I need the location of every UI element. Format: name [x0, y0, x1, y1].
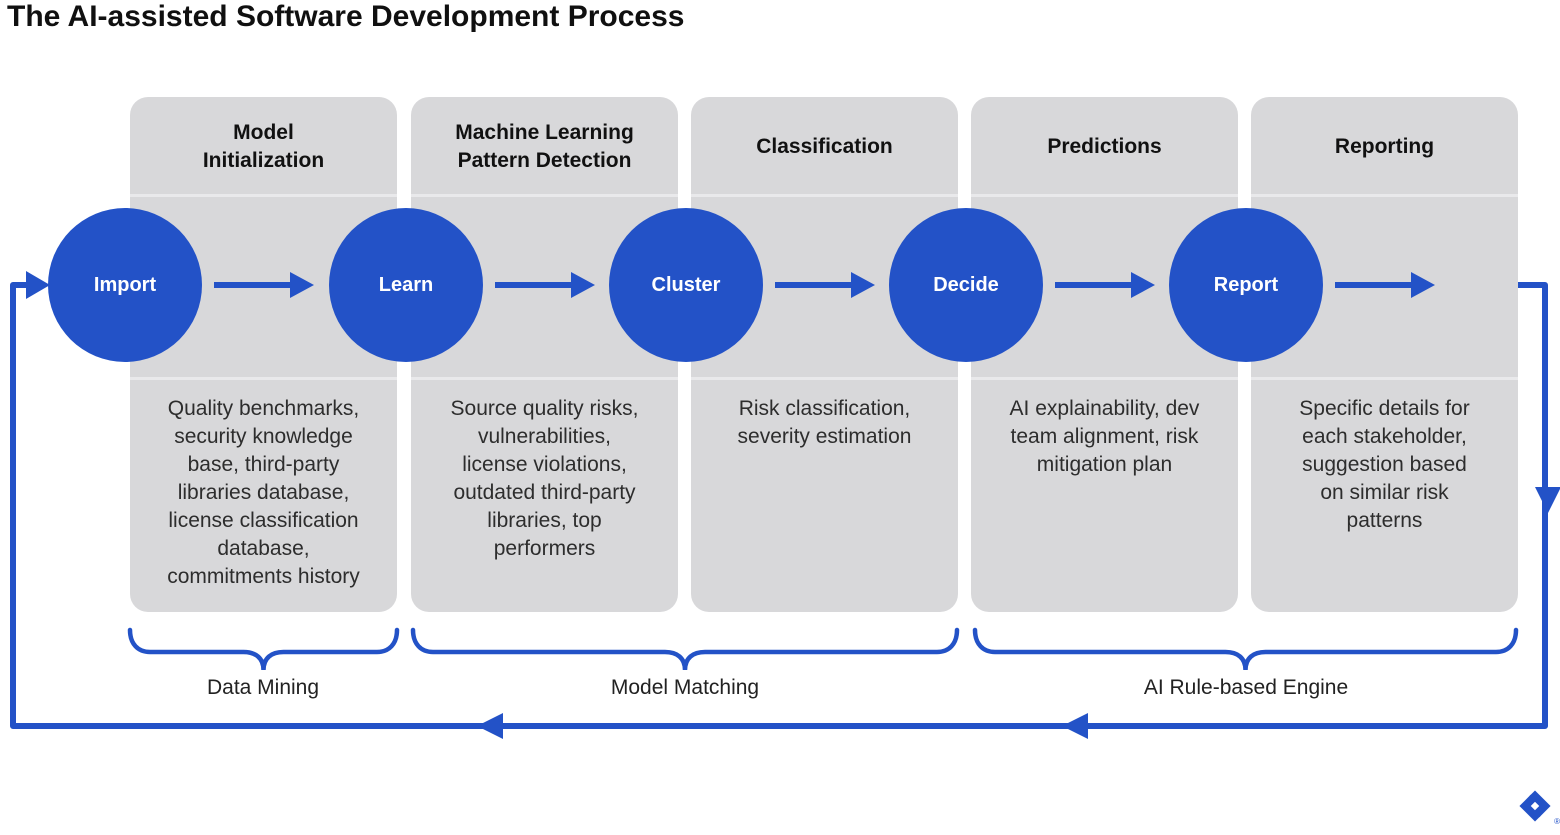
stage-description: Source quality risks, vulnerabilities, l…	[450, 397, 639, 560]
group-label-ai-rule-based-engine: AI Rule-based Engine	[1143, 676, 1349, 699]
feedback-arrowhead-down	[1535, 487, 1560, 513]
page-title: The AI-assisted Software Development Pro…	[7, 0, 685, 33]
section-divider	[130, 194, 397, 197]
brace-data-mining	[127, 627, 400, 671]
stage-header: Reporting	[1334, 134, 1435, 158]
feedback-arrowhead-left-2	[477, 713, 503, 739]
stage-description: AI explainability, dev team alignment, r…	[1009, 397, 1200, 476]
stage-column-model-initialization: Model Initialization Quality benchmarks,…	[130, 97, 397, 612]
feedback-arrowhead-left-1	[1062, 713, 1088, 739]
section-divider	[1251, 194, 1518, 197]
feedback-arrowhead-into-import	[26, 271, 50, 299]
node-learn: Learn	[329, 208, 483, 362]
logo-lower-hook	[1519, 794, 1541, 822]
node-label: Cluster	[651, 273, 721, 296]
node-label: Report	[1213, 273, 1279, 296]
stage-header: Machine Learning Pattern Detection	[455, 120, 634, 172]
stage-description: Specific details for each stakeholder, s…	[1299, 397, 1470, 532]
toptal-logo-mark	[1519, 790, 1551, 822]
stage-description: Risk classification, severity estimation	[737, 397, 912, 448]
stage-column-reporting: Reporting Specific details for each stak…	[1251, 97, 1518, 612]
node-label: Learn	[378, 273, 434, 296]
registered-mark: ®	[1554, 817, 1560, 826]
node-cluster: Cluster	[609, 208, 763, 362]
toptal-logo: ®	[1514, 784, 1560, 830]
stage-header: Classification	[756, 134, 893, 158]
section-divider	[691, 194, 958, 197]
brace-ai-rule-based-engine	[972, 627, 1519, 671]
node-decide: Decide	[889, 208, 1043, 362]
section-divider	[411, 194, 678, 197]
brace-model-matching	[410, 627, 960, 671]
group-label-data-mining: Data Mining	[206, 676, 320, 699]
group-label-model-matching: Model Matching	[610, 676, 760, 699]
stage-header: Model Initialization	[202, 120, 325, 172]
section-divider	[971, 194, 1238, 197]
node-label: Decide	[933, 273, 999, 296]
node-label: Import	[93, 273, 157, 296]
stage-header: Predictions	[1047, 134, 1162, 158]
stage-column-classification: Classification Risk classification, seve…	[691, 97, 958, 612]
node-report: Report	[1169, 208, 1323, 362]
stage-column-predictions: Predictions AI explainability, dev team …	[971, 97, 1238, 612]
node-import: Import	[48, 208, 202, 362]
stage-column-ml-pattern-detection: Machine Learning Pattern Detection Sourc…	[411, 97, 678, 612]
stage-description: Quality benchmarks, security knowledge b…	[167, 397, 360, 588]
